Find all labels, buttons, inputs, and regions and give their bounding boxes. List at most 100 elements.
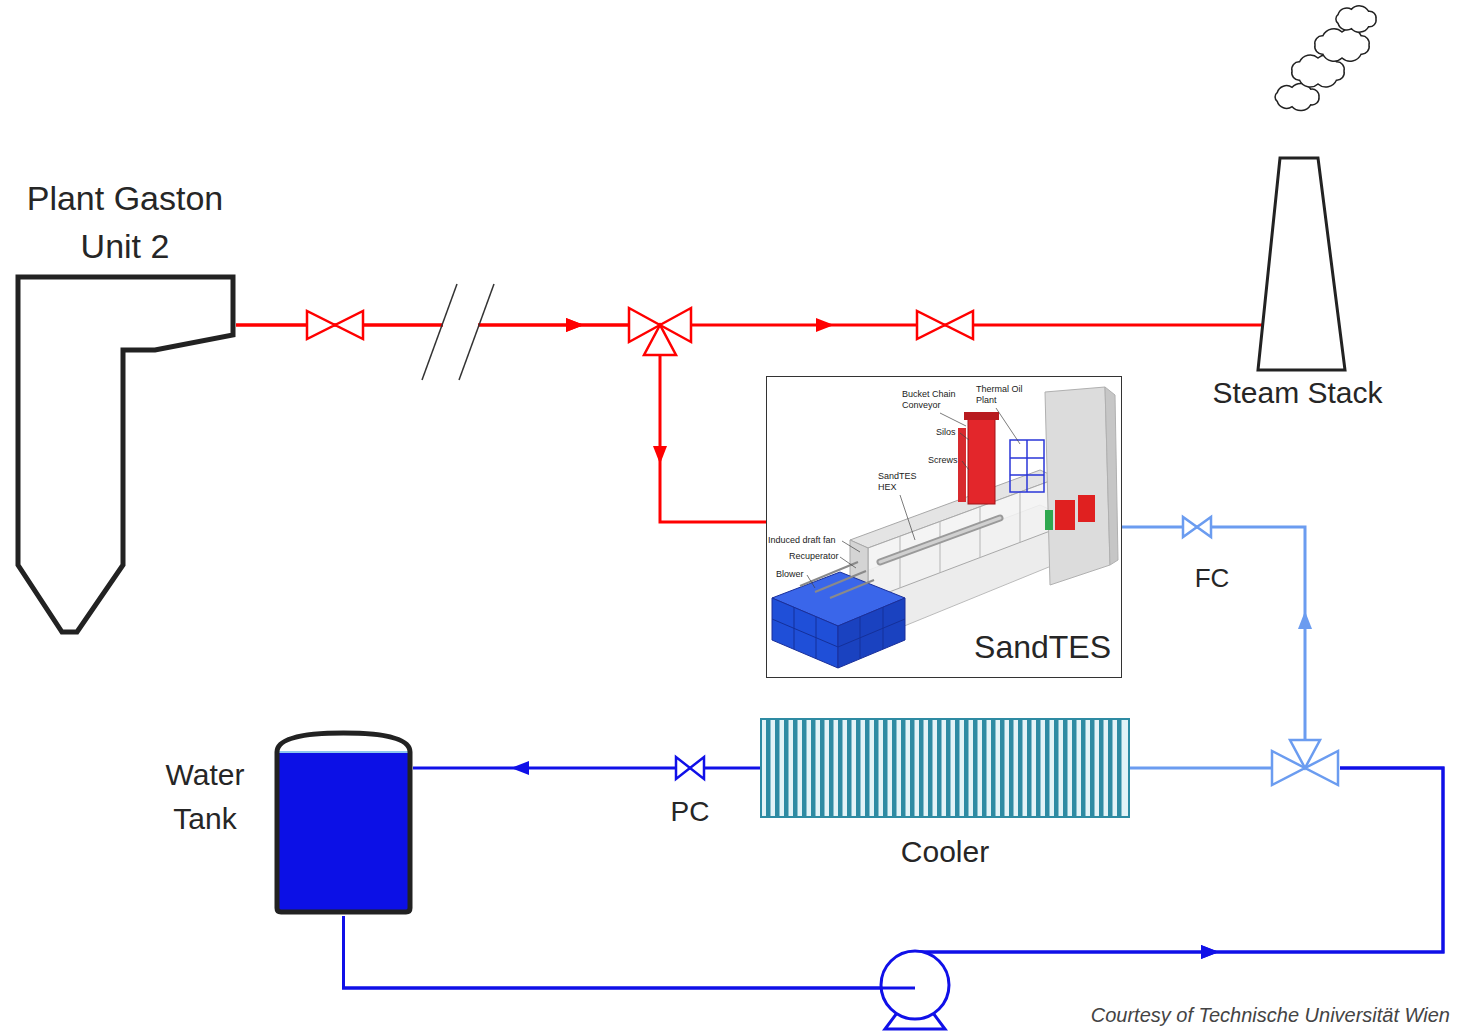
cooler-fin <box>928 720 933 816</box>
cooler-fin <box>991 720 996 816</box>
hex-unit <box>880 518 1000 562</box>
cooler-unit: Cooler <box>760 718 1130 878</box>
leader-line <box>807 575 815 588</box>
node-label: SandTES <box>974 628 1111 666</box>
cooler-fin <box>982 720 987 816</box>
valve-symbol <box>644 325 676 355</box>
leader-line <box>940 413 966 426</box>
hall-column <box>1020 492 1021 543</box>
smoke-cloud <box>1315 29 1369 61</box>
grey-building <box>1105 387 1118 565</box>
part-label: Screws <box>928 455 958 466</box>
cooler-fin <box>1099 720 1104 816</box>
duct <box>800 562 858 586</box>
leader-line <box>996 408 1020 444</box>
pipe-line <box>1122 527 1305 768</box>
part-label: Recuperator <box>789 551 839 562</box>
cooler-fin <box>955 720 960 816</box>
stack-outline <box>1258 158 1345 370</box>
hall-column <box>900 536 901 588</box>
cooler-fin <box>1000 720 1005 816</box>
leader-line <box>807 408 1020 588</box>
cooler-fin <box>1108 720 1113 816</box>
cooler-fin <box>784 720 789 816</box>
cooler-fin <box>946 720 951 816</box>
cooler-fin <box>937 720 942 816</box>
silo <box>968 414 995 504</box>
oil-tank <box>1078 495 1095 522</box>
pipe-connector <box>413 761 760 775</box>
tank-water <box>277 752 410 912</box>
plant-render <box>772 387 1118 668</box>
silo <box>964 412 999 420</box>
cooler-fin <box>1036 720 1041 816</box>
tank-water <box>277 751 410 753</box>
cooler-fin <box>1072 720 1077 816</box>
part-label: Bucket Chain Conveyor <box>902 389 962 411</box>
pipe-line <box>236 325 766 522</box>
tank-outline <box>277 733 410 912</box>
part-label: Silos <box>936 427 956 438</box>
pipe-break <box>443 318 478 332</box>
cooler-fin <box>802 720 807 816</box>
cooler-fin <box>892 720 897 816</box>
cooler-fin <box>847 720 852 816</box>
grey-building <box>1045 387 1110 585</box>
leader-line <box>962 461 969 470</box>
cooler-fin <box>793 720 798 816</box>
cooler-fin <box>1009 720 1014 816</box>
cooler-fin <box>973 720 978 816</box>
valve-tag: PC <box>660 796 720 828</box>
pump-symbol <box>881 951 949 1029</box>
node-heading: Plant Gaston Unit 2 <box>14 174 236 270</box>
part-label: Blower <box>776 569 804 580</box>
valve-symbol <box>307 308 1338 785</box>
flow-arrowhead <box>566 318 584 332</box>
cooler-fin <box>874 720 879 816</box>
credit-note: Courtesy of Technische Universität Wien <box>1000 1003 1450 1027</box>
boiler-outline <box>18 277 233 632</box>
leader-line <box>840 557 856 568</box>
cooler-fin <box>829 720 834 816</box>
oil-tank <box>1055 500 1075 530</box>
hall-column <box>980 507 981 558</box>
cooler-fin <box>1081 720 1086 816</box>
container-side <box>838 598 905 668</box>
steam-stack <box>1190 0 1405 418</box>
pipe-connector <box>344 527 1444 988</box>
cooler-fin <box>856 720 861 816</box>
water-tank: Water Tank <box>150 728 413 916</box>
cooler-fin <box>1090 720 1095 816</box>
hall-column <box>900 492 1020 588</box>
flow-arrowhead <box>1298 611 1312 629</box>
container-grid <box>838 619 905 647</box>
cooler-fin <box>766 720 771 816</box>
node-label: Cooler <box>760 834 1130 870</box>
boiler-unit: Plant Gaston Unit 2 <box>14 172 236 636</box>
container-grid <box>772 607 905 659</box>
part-label: SandTES HEX <box>878 471 922 493</box>
pipe-break <box>422 284 457 380</box>
pipe-break <box>422 284 494 380</box>
oil-tank <box>1045 510 1053 530</box>
oil-plant <box>1026 440 1028 492</box>
cooler-fin <box>1045 720 1050 816</box>
valve-tag: FC <box>1182 563 1242 593</box>
part-label: Induced draft fan <box>768 535 836 546</box>
flow-arrowhead <box>511 761 529 775</box>
cooler-fin <box>1054 720 1059 816</box>
pump-symbol <box>881 987 915 990</box>
flow-arrowhead <box>566 318 584 332</box>
hex-unit <box>880 518 1000 562</box>
leader-line <box>842 541 860 552</box>
leader-line <box>960 433 969 440</box>
cooler-fin <box>1018 720 1023 816</box>
cooler-fin <box>883 720 888 816</box>
cooler-fin <box>775 720 780 816</box>
oil-plant <box>1010 440 1044 492</box>
leader-line <box>900 495 915 540</box>
smoke-cloud <box>1336 6 1376 32</box>
